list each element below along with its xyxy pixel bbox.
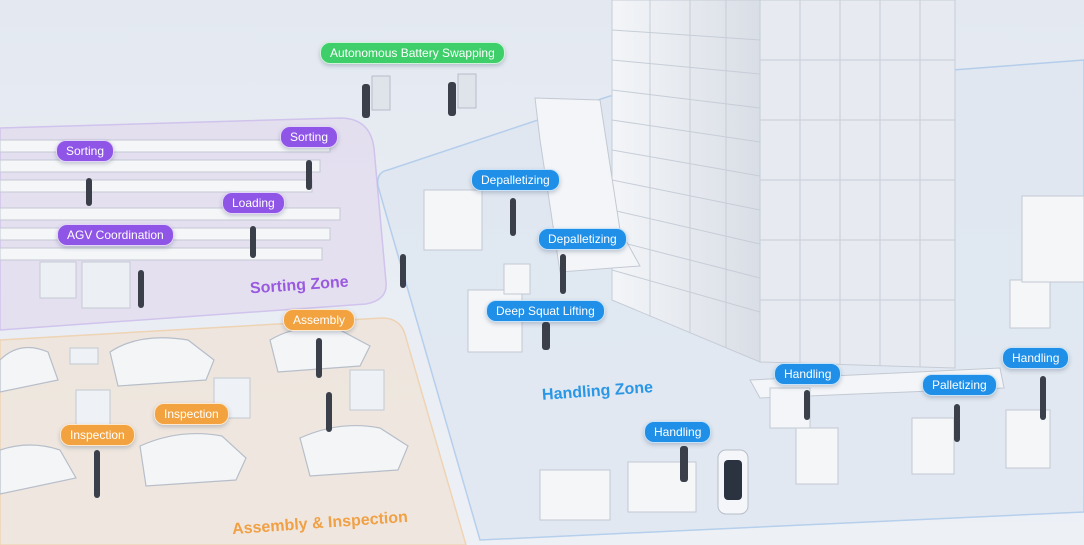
depalletizing-tag-top: Depalletizing <box>471 169 560 191</box>
loading-tag: Loading <box>222 192 285 214</box>
agv-coordination-tag: AGV Coordination <box>57 224 174 246</box>
handling-tag-bottom: Handling <box>644 421 712 443</box>
charging-stations <box>371 73 477 111</box>
assembly-racks <box>69 347 385 427</box>
assembly-tag: Assembly <box>283 309 356 331</box>
agv-robot <box>717 449 749 515</box>
palletizing-tag: Palletizing <box>922 374 997 396</box>
deep-squat-lifting-tag: Deep Squat Lifting <box>486 300 605 322</box>
handling-tag-mid: Handling <box>774 363 842 385</box>
depalletizing-tag-mid: Depalletizing <box>538 228 627 250</box>
inspection-tag-left: Inspection <box>60 424 135 446</box>
battery-swapping-tag: Autonomous Battery Swapping <box>320 42 505 64</box>
humanoid-robots <box>86 82 1046 498</box>
inspection-tag-mid: Inspection <box>154 403 229 425</box>
handling-tag-right: Handling <box>1002 347 1070 369</box>
sorting-tag-right: Sorting <box>280 126 339 148</box>
sorting-tag-left: Sorting <box>56 140 115 162</box>
storage-tower <box>611 0 956 369</box>
